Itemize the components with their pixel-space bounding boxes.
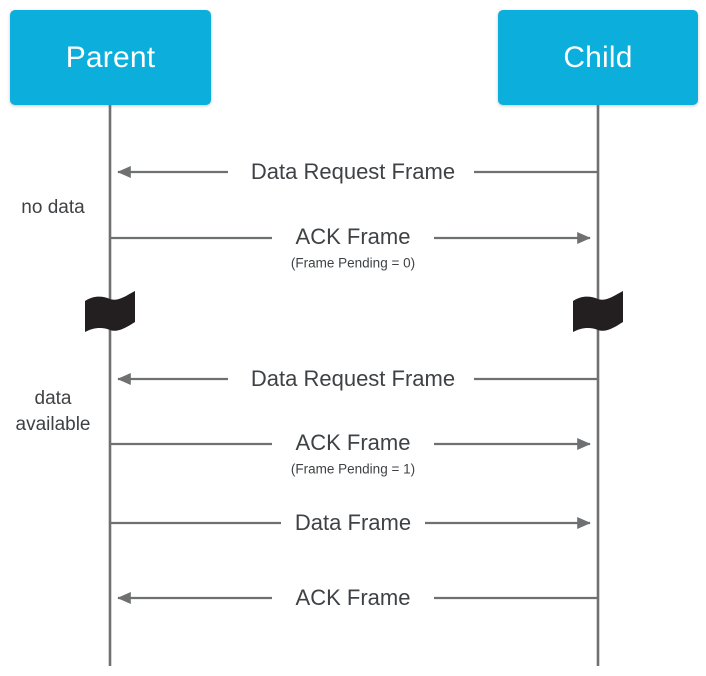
break-symbol-parent (85, 291, 135, 332)
message-label-m3: Data Request Frame (241, 368, 465, 390)
message-arrows-group (110, 165, 598, 605)
message-label-m1: Data Request Frame (241, 161, 465, 183)
break-symbols-group (85, 291, 623, 332)
note-data-available: data available (15, 388, 91, 435)
message-label-m6: ACK Frame (286, 587, 420, 609)
message-label-m2: ACK Frame (286, 226, 420, 248)
actor-label-parent: Parent (65, 40, 156, 74)
note-no-data: no data (21, 197, 85, 218)
lifelines-group (108, 105, 600, 666)
actor-box-parent[interactable]: Parent (10, 10, 211, 105)
actor-box-child[interactable]: Child (498, 10, 698, 105)
message-sublabel-m2: (Frame Pending = 0) (290, 255, 416, 271)
break-symbol-child (573, 291, 623, 332)
message-label-m4: ACK Frame (286, 432, 420, 454)
message-label-m5: Data Frame (285, 512, 421, 534)
message-sublabel-m4: (Frame Pending = 1) (290, 461, 416, 477)
actor-label-child: Child (563, 40, 633, 74)
